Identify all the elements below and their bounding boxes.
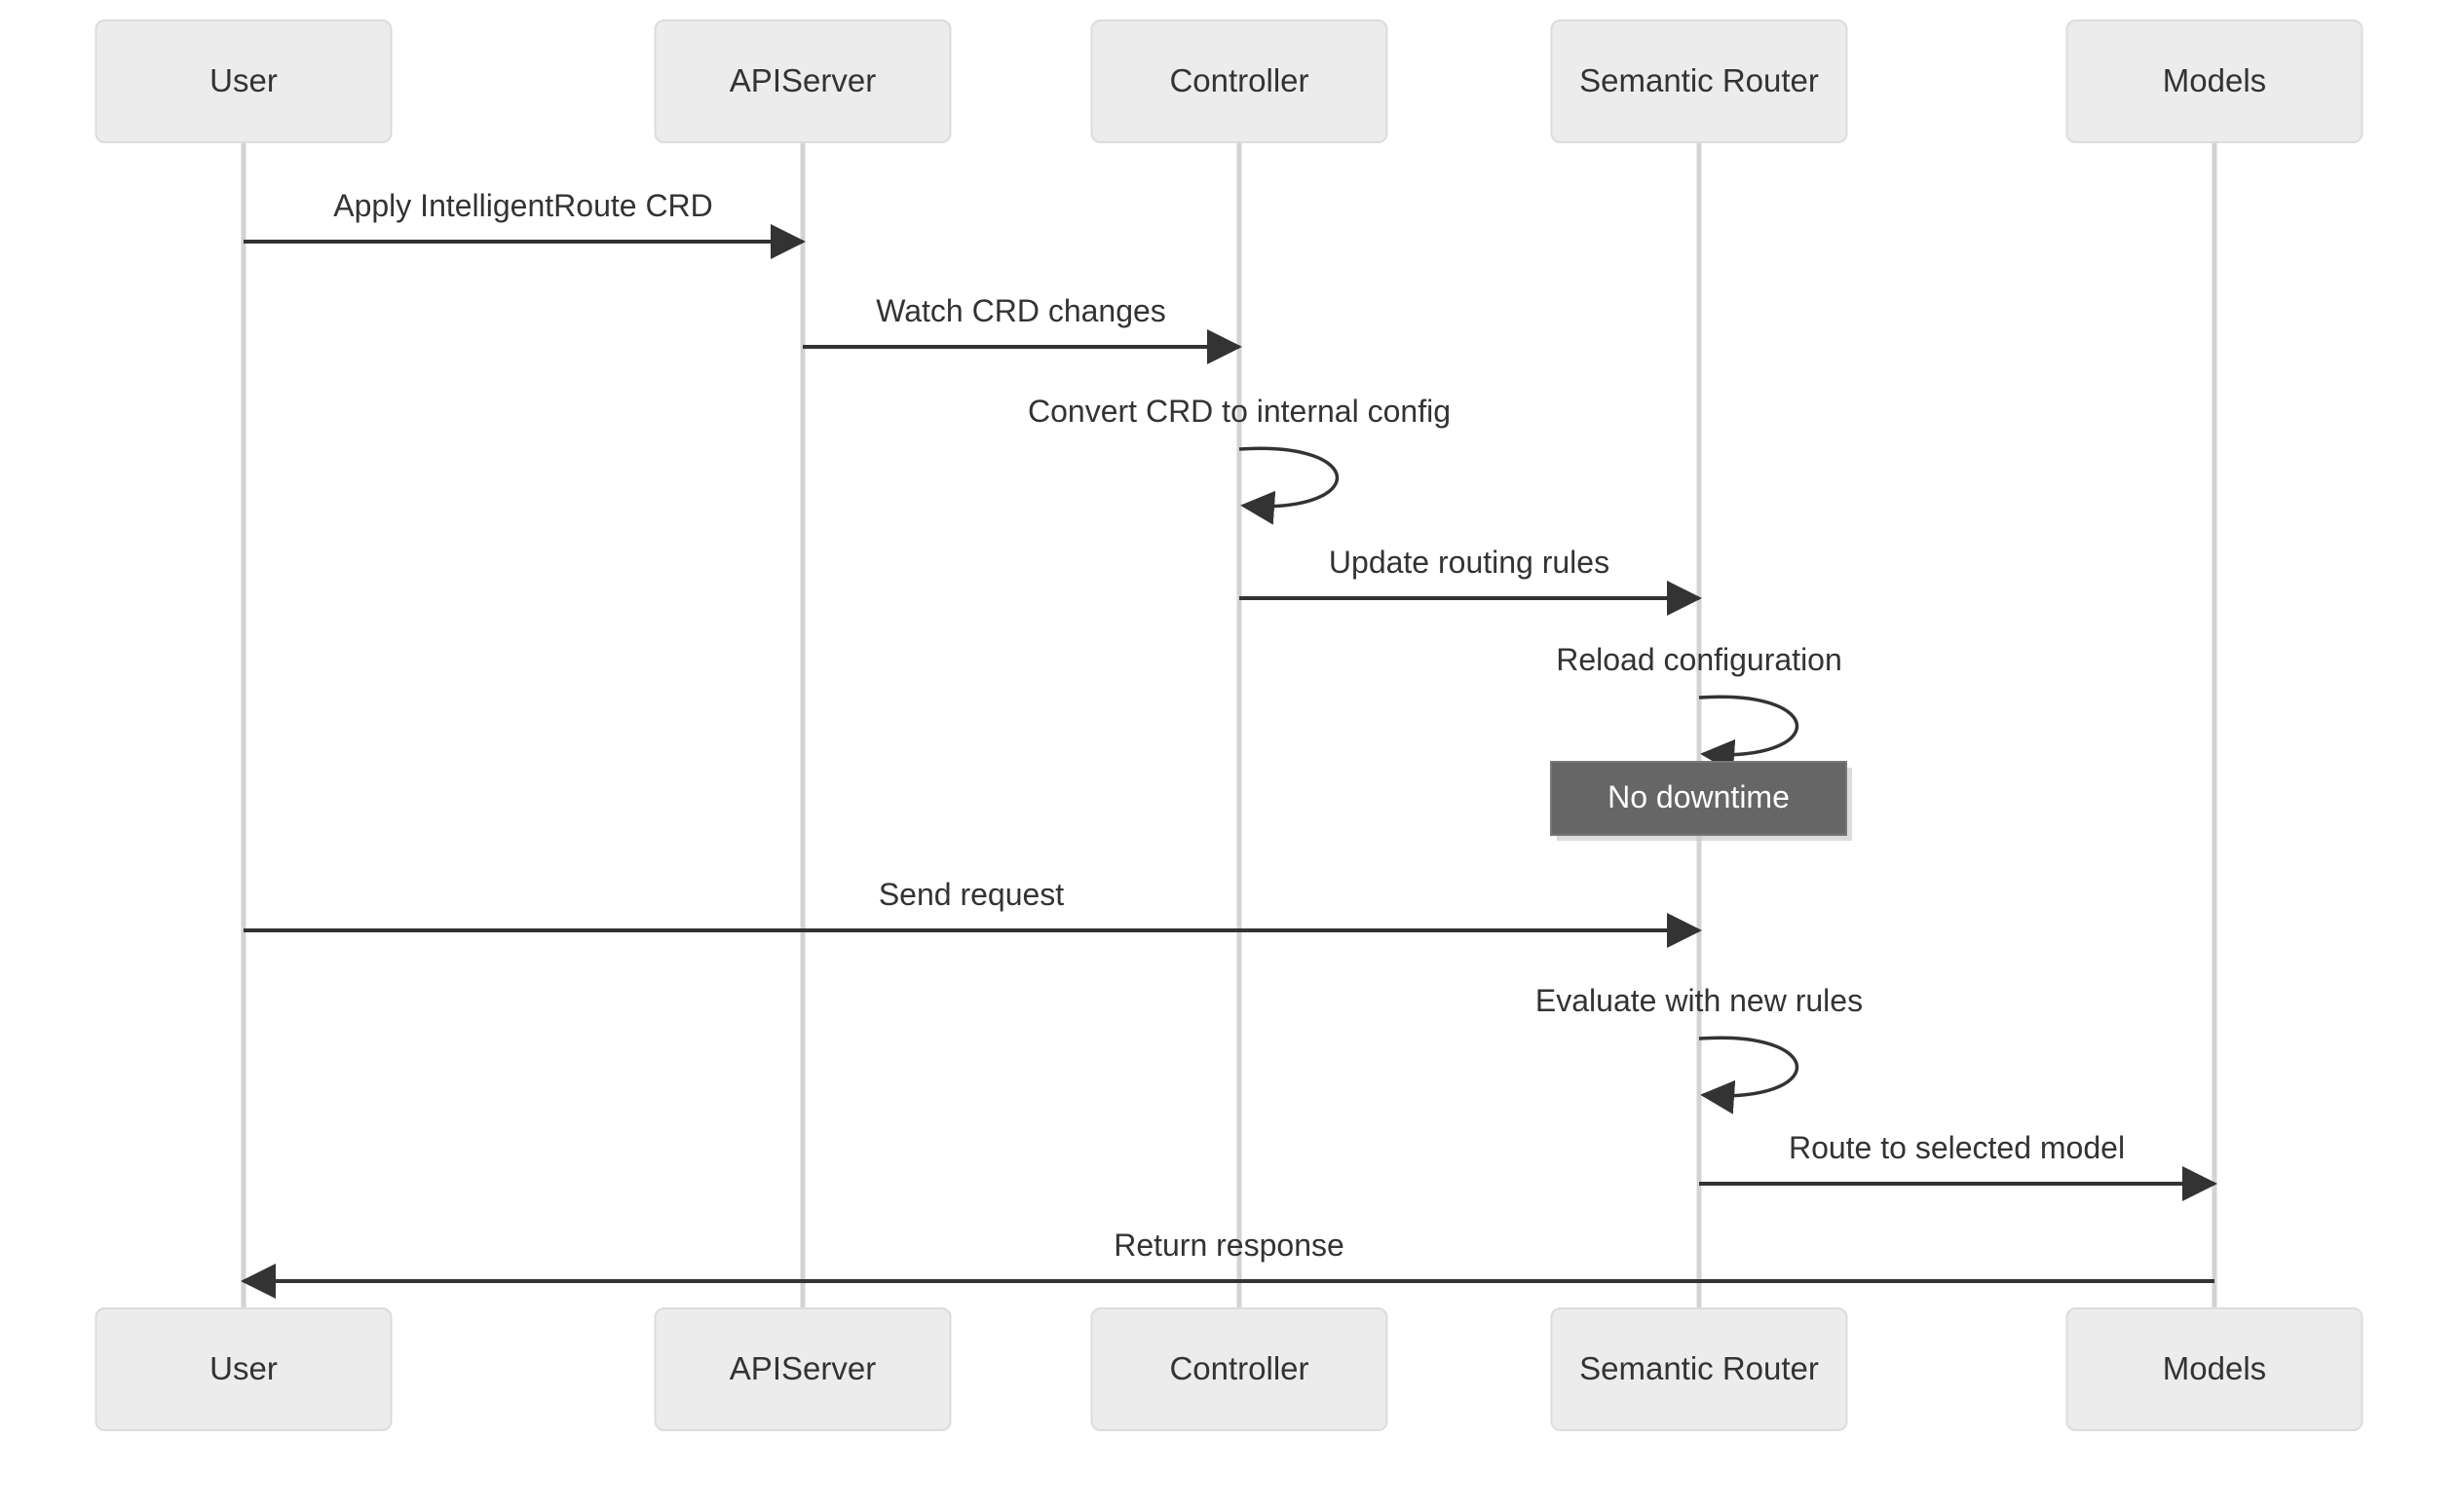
message-6[interactable]: Send request: [244, 877, 1702, 948]
note-label: No downtime: [1608, 779, 1790, 814]
message-label: Return response: [1114, 1228, 1344, 1263]
participant-box[interactable]: [1550, 19, 1848, 143]
message-9[interactable]: Return response: [241, 1228, 2214, 1299]
message-label: Update routing rules: [1329, 545, 1609, 580]
self-loop-arrow[interactable]: [1698, 1036, 1799, 1115]
message-5[interactable]: Reload configuration: [1556, 642, 1842, 774]
participant-box[interactable]: [1090, 19, 1388, 143]
participant-top-controller[interactable]: Controller: [1090, 19, 1388, 143]
participant-label: Controller: [1169, 62, 1308, 98]
participant-bottom-apiserver[interactable]: APIServer: [654, 1307, 952, 1431]
message-label: Convert CRD to internal config: [1028, 394, 1451, 429]
note-box[interactable]: [1550, 761, 1847, 836]
participant-box[interactable]: [654, 1307, 952, 1431]
participant-box[interactable]: [95, 19, 393, 143]
participant-box[interactable]: [95, 1307, 393, 1431]
self-loop-arrow[interactable]: [1238, 446, 1340, 525]
participant-box[interactable]: [2065, 1307, 2364, 1431]
message-1[interactable]: Apply IntelligentRoute CRD: [244, 188, 806, 259]
participant-bottom-controller[interactable]: Controller: [1090, 1307, 1388, 1431]
message-label: Reload configuration: [1556, 642, 1842, 677]
participant-label: Semantic Router: [1579, 1350, 1819, 1386]
participant-top-models[interactable]: Models: [2065, 19, 2364, 143]
notes-layer: No downtime: [1550, 761, 1852, 841]
message-7[interactable]: Evaluate with new rules: [1535, 983, 1863, 1115]
participant-label: Controller: [1169, 1350, 1308, 1386]
message-label: Evaluate with new rules: [1535, 983, 1863, 1018]
participant-label: APIServer: [730, 62, 876, 98]
participants-bottom-layer: User APIServer Controller Semantic Router Mo…: [95, 1307, 2364, 1431]
participants-top-layer: User APIServer Controller Semantic Router Mo…: [95, 19, 2364, 143]
message-label: Route to selected model: [1789, 1130, 2125, 1165]
message-2[interactable]: Watch CRD changes: [803, 293, 1242, 364]
participant-bottom-router[interactable]: Semantic Router: [1550, 1307, 1848, 1431]
note-no-downtime[interactable]: No downtime: [1550, 761, 1852, 841]
participant-label: Models: [2163, 62, 2266, 98]
participant-bottom-user[interactable]: User: [95, 1307, 393, 1431]
message-label: Apply IntelligentRoute CRD: [333, 188, 713, 223]
participant-label: User: [209, 62, 278, 98]
participant-top-user[interactable]: User: [95, 19, 393, 143]
participant-box[interactable]: [2065, 19, 2364, 143]
message-label: Watch CRD changes: [876, 293, 1166, 328]
participant-bottom-models[interactable]: Models: [2065, 1307, 2364, 1431]
message-label: Send request: [879, 877, 1064, 912]
message-4[interactable]: Update routing rules: [1239, 545, 1702, 616]
message-3[interactable]: Convert CRD to internal config: [1028, 394, 1451, 525]
participant-label: Semantic Router: [1579, 62, 1819, 98]
participant-label: APIServer: [730, 1350, 876, 1386]
participant-box[interactable]: [1550, 1307, 1848, 1431]
participant-top-apiserver[interactable]: APIServer: [654, 19, 952, 143]
participant-box[interactable]: [1090, 1307, 1388, 1431]
participant-label: Models: [2163, 1350, 2266, 1386]
participant-top-router[interactable]: Semantic Router: [1550, 19, 1848, 143]
messages-layer: Apply IntelligentRoute CRD Watch CRD chan…: [241, 188, 2217, 1299]
participant-label: User: [209, 1350, 278, 1386]
self-loop-arrow[interactable]: [1698, 695, 1799, 774]
participant-box[interactable]: [654, 19, 952, 143]
message-8[interactable]: Route to selected model: [1699, 1130, 2217, 1201]
